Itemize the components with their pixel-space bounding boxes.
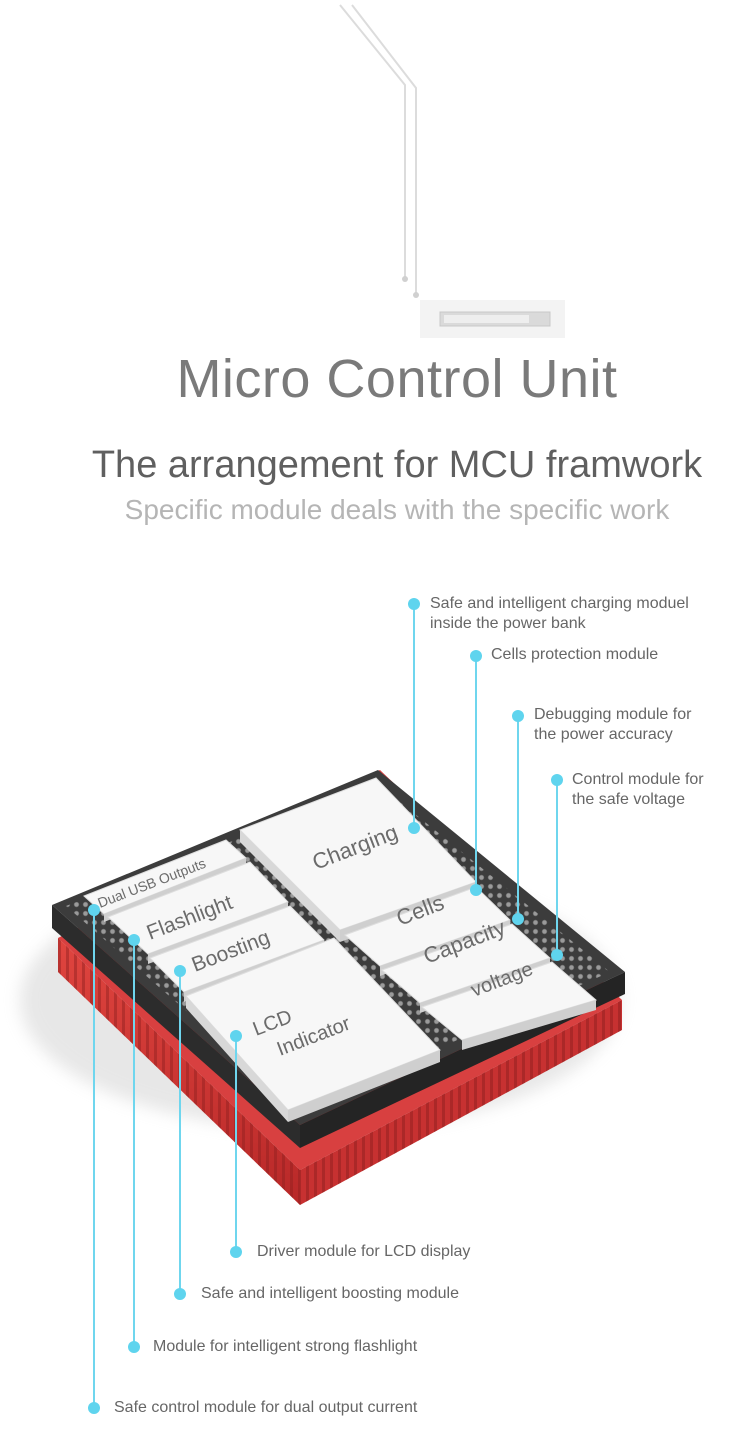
callout-dual-usb: Safe control module for dual output curr… xyxy=(114,1399,418,1416)
decorative-chip-slot xyxy=(420,300,565,338)
callout-leaders xyxy=(93,604,558,1408)
page-tagline: Specific module deals with the specific … xyxy=(124,494,670,525)
trace-end-dot xyxy=(413,292,419,298)
trace-end-dot xyxy=(402,276,408,282)
module-blocks xyxy=(83,777,598,1122)
callout-capacity: Debugging module for the power accuracy xyxy=(534,706,692,743)
callout-voltage: Control module for the safe voltage xyxy=(572,771,704,808)
callout-dots xyxy=(88,598,563,1414)
callout-cells: Cells protection module xyxy=(491,646,659,663)
callout-boosting: Safe and intelligent boosting module xyxy=(201,1285,459,1302)
decorative-trace-lines xyxy=(339,4,417,294)
callout-lcd: Driver module for LCD display xyxy=(257,1243,471,1260)
page-title: Micro Control Unit xyxy=(176,349,618,409)
callout-charging: Safe and intelligent charging moduel ins… xyxy=(430,595,689,632)
callout-flashlight: Module for intelligent strong flashlight xyxy=(153,1338,418,1355)
page-subtitle: The arrangement for MCU framwork xyxy=(91,444,703,486)
